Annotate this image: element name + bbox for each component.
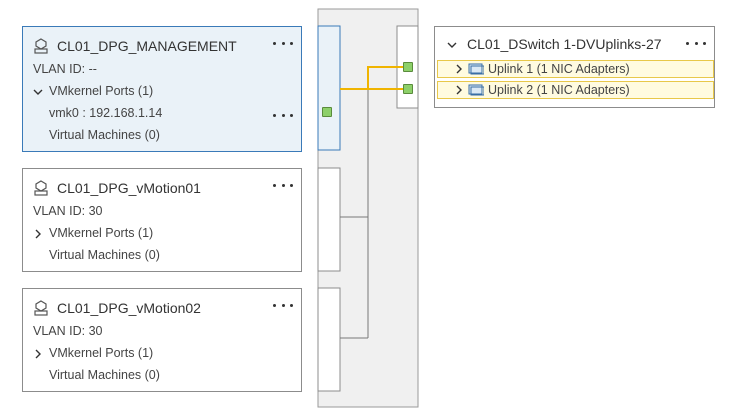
vlan-id: VLAN ID: 30 [33, 324, 103, 338]
vlan-id: VLAN ID: 30 [33, 204, 103, 218]
chevron-down-icon[interactable] [447, 40, 457, 50]
virtual-machines[interactable]: Virtual Machines (0) [49, 128, 160, 142]
chevron-down-icon[interactable] [33, 87, 43, 97]
portgroup-title: CL01_DPG_MANAGEMENT [57, 38, 237, 54]
vmkernel-ports-toggle[interactable]: VMkernel Ports (1) [49, 226, 154, 240]
vlan-id: VLAN ID: -- [33, 62, 97, 76]
uplink-label: Uplink 1 (1 NIC Adapters) [488, 62, 630, 76]
vmk-more-actions-button[interactable] [273, 107, 293, 123]
portgroup-card-vmotion01[interactable]: CL01_DPG_vMotion01 VLAN ID: 30 VMkernel … [22, 168, 302, 272]
more-actions-button[interactable] [273, 177, 293, 193]
portgroup-title: CL01_DPG_vMotion01 [57, 180, 201, 196]
vmkernel-entry[interactable]: vmk0 : 192.168.1.14 [49, 106, 163, 120]
portgroup-card-management[interactable]: CL01_DPG_MANAGEMENT VLAN ID: -- VMkernel… [22, 26, 302, 152]
more-actions-button[interactable] [273, 35, 293, 51]
portgroup-icon [34, 38, 48, 54]
uplink-row-2[interactable]: Uplink 2 (1 NIC Adapters) [437, 81, 714, 99]
portgroup-card-vmotion02[interactable]: CL01_DPG_vMotion02 VLAN ID: 30 VMkernel … [22, 288, 302, 392]
vmkernel-ports-toggle[interactable]: VMkernel Ports (1) [49, 84, 154, 98]
more-actions-button[interactable] [273, 297, 293, 313]
portgroup-title: CL01_DPG_vMotion02 [57, 300, 201, 316]
uplinks-title: CL01_DSwitch 1-DVUplinks-27 [467, 36, 662, 52]
chevron-right-icon[interactable] [454, 85, 464, 95]
portgroup-icon [34, 180, 48, 196]
uplink-port-1-icon[interactable] [403, 62, 413, 72]
uplink-row-1[interactable]: Uplink 1 (1 NIC Adapters) [437, 60, 714, 78]
chevron-right-icon[interactable] [33, 349, 43, 359]
chevron-right-icon[interactable] [454, 64, 464, 74]
uplinks-card[interactable]: CL01_DSwitch 1-DVUplinks-27 Uplink 1 (1 … [434, 26, 715, 108]
uplink-label: Uplink 2 (1 NIC Adapters) [488, 83, 630, 97]
more-actions-button[interactable] [686, 35, 706, 51]
portgroup-icon [34, 300, 48, 316]
portgroup-port-icon[interactable] [322, 107, 332, 117]
virtual-machines[interactable]: Virtual Machines (0) [49, 368, 160, 382]
virtual-machines[interactable]: Virtual Machines (0) [49, 248, 160, 262]
nic-adapter-icon [468, 63, 484, 75]
vmkernel-ports-toggle[interactable]: VMkernel Ports (1) [49, 346, 154, 360]
uplink-port-2-icon[interactable] [403, 84, 413, 94]
chevron-right-icon[interactable] [33, 229, 43, 239]
nic-adapter-icon [468, 84, 484, 96]
